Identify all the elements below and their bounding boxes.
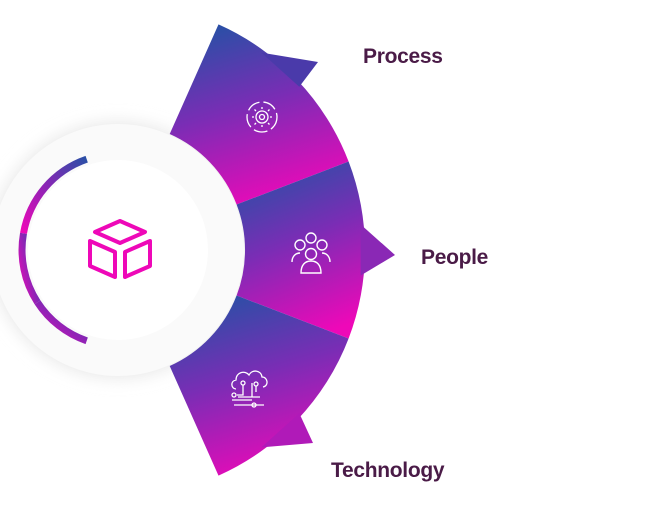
- center-circle: [28, 160, 208, 340]
- segment-arrow-people: [360, 224, 395, 276]
- segment-process: [169, 24, 349, 205]
- left-arc-piece: [20, 155, 88, 234]
- segment-label-people: People: [421, 246, 489, 269]
- process-gear-cycle-icon: [246, 101, 278, 133]
- people-group-icon: [291, 232, 331, 274]
- segment-technology: [169, 295, 349, 476]
- cloud-circuit-icon: [231, 370, 268, 408]
- cube-icon: [88, 219, 152, 279]
- left-arc-piece: [18, 232, 41, 305]
- segment-label-process: Process: [363, 45, 443, 68]
- segment-arrow-technology: [261, 413, 313, 448]
- segment-arrow-process: [261, 52, 318, 87]
- left-arc-piece: [34, 300, 88, 345]
- left-progress-arc: [18, 155, 88, 345]
- segment-label-technology: Technology: [331, 459, 445, 482]
